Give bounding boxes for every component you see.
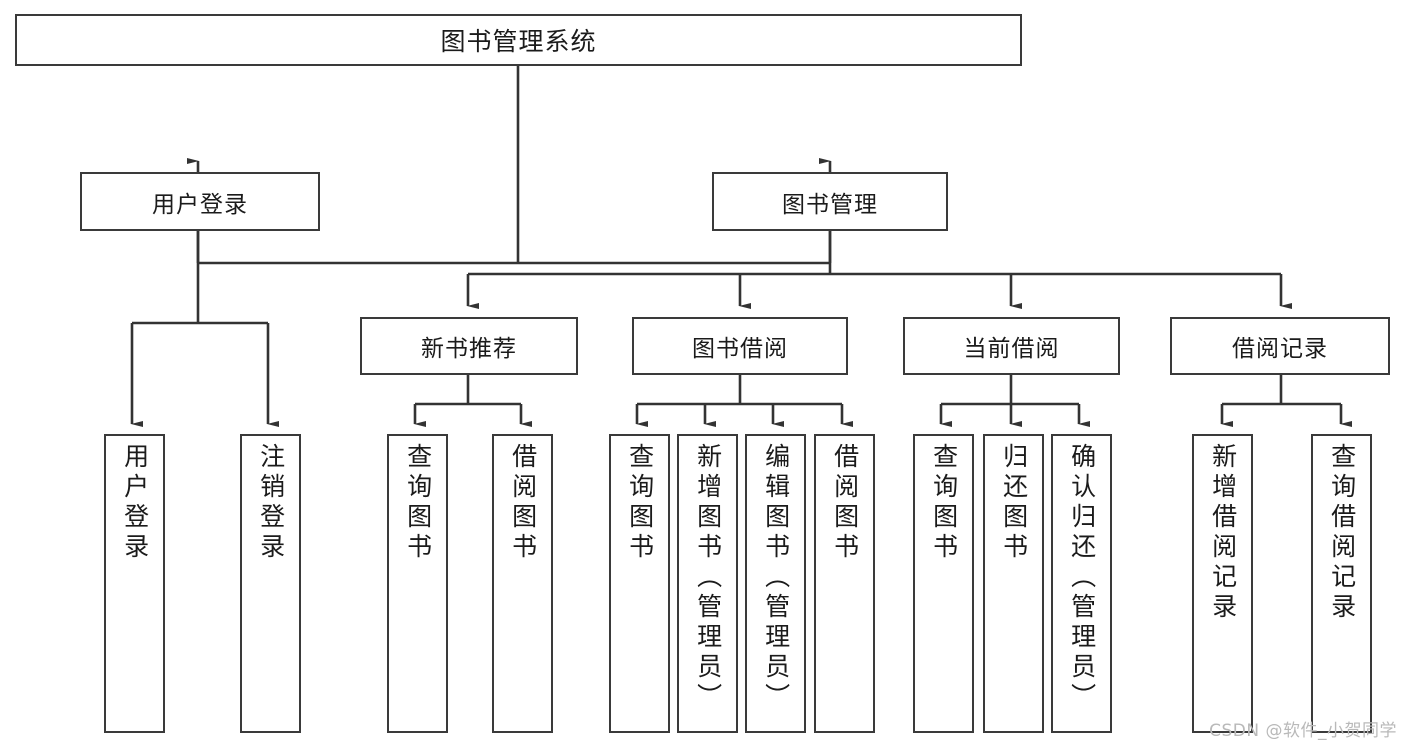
leaf-current-confirm-return-admin[interactable]: 确认归还（管理员） (1051, 434, 1112, 733)
node-label: 归还图书 (999, 443, 1029, 563)
node-label: 图书借阅 (692, 336, 788, 362)
node-label: 图书管理系统 (440, 27, 597, 56)
node-label: 借阅图书 (508, 443, 538, 563)
node-book-management[interactable]: 图书管理 (712, 172, 948, 231)
watermark-text: CSDN @软件_小贺同学 (1209, 721, 1397, 741)
leaf-user-logout[interactable]: 注销登录 (240, 434, 301, 733)
node-root-system[interactable]: 图书管理系统 (15, 14, 1022, 66)
node-label: 图书管理 (782, 191, 878, 218)
node-label: 编辑图书（管理员） (761, 443, 791, 713)
node-label: 确认归还（管理员） (1067, 443, 1097, 713)
leaf-user-login[interactable]: 用户登录 (104, 434, 165, 733)
leaf-current-query-book[interactable]: 查询图书 (913, 434, 974, 733)
node-label: 查询图书 (625, 443, 655, 563)
node-book-borrow[interactable]: 图书借阅 (632, 317, 848, 375)
node-label: 用户登录 (120, 443, 150, 563)
node-label: 用户登录 (152, 191, 248, 218)
node-label: 查询图书 (403, 443, 433, 563)
node-label: 查询借阅记录 (1327, 443, 1357, 623)
node-label: 新增借阅记录 (1208, 443, 1238, 623)
leaf-recommend-query-book[interactable]: 查询图书 (387, 434, 448, 733)
node-new-book-recommend[interactable]: 新书推荐 (360, 317, 578, 375)
leaf-borrow-borrow-book[interactable]: 借阅图书 (814, 434, 875, 733)
leaf-current-return-book[interactable]: 归还图书 (983, 434, 1044, 733)
leaf-record-add-record[interactable]: 新增借阅记录 (1192, 434, 1253, 733)
node-user-login[interactable]: 用户登录 (80, 172, 320, 231)
node-label: 查询图书 (929, 443, 959, 563)
node-borrow-record[interactable]: 借阅记录 (1170, 317, 1390, 375)
node-label: 新增图书（管理员） (693, 443, 723, 713)
node-label: 当前借阅 (963, 336, 1060, 362)
leaf-borrow-edit-book-admin[interactable]: 编辑图书（管理员） (745, 434, 806, 733)
node-label: 注销登录 (256, 443, 286, 563)
leaf-borrow-query-book[interactable]: 查询图书 (609, 434, 670, 733)
leaf-recommend-borrow-book[interactable]: 借阅图书 (492, 434, 553, 733)
node-label: 借阅图书 (830, 443, 860, 563)
node-label: 借阅记录 (1232, 336, 1328, 362)
node-current-borrow[interactable]: 当前借阅 (903, 317, 1120, 375)
leaf-borrow-add-book-admin[interactable]: 新增图书（管理员） (677, 434, 738, 733)
leaf-record-query-record[interactable]: 查询借阅记录 (1311, 434, 1372, 733)
node-label: 新书推荐 (421, 336, 517, 362)
